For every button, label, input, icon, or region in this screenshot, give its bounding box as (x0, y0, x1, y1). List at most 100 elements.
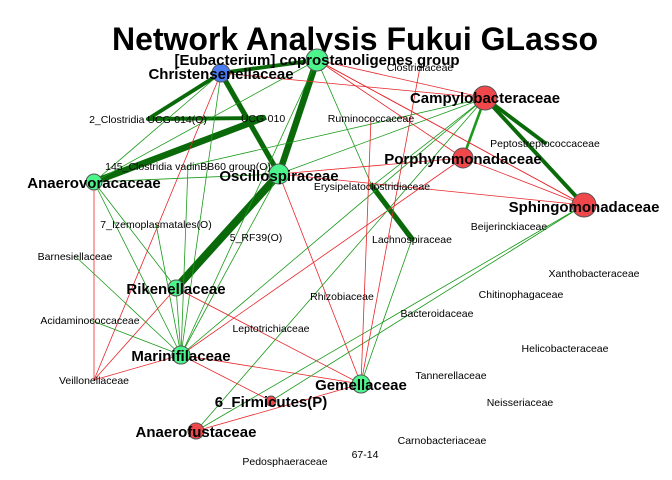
edge-eub-cam (316, 59, 486, 99)
edge-chr-eub (219, 58, 319, 75)
node-rik (167, 279, 185, 297)
edge-chr-cam (220, 72, 486, 99)
edge-cam-mar (180, 97, 486, 356)
node-label-mar: Marinifilaceae (131, 348, 230, 365)
node-ana (85, 173, 103, 191)
edge-eub-mar (180, 59, 318, 356)
node-layer (85, 48, 597, 440)
label-layer: [Eubacterium] coprostanoligenes groupChr… (27, 52, 659, 468)
node-gem (351, 374, 371, 394)
node-label-vei: Veillonellaceae (59, 375, 129, 387)
node-label-lac: Lachnospiraceae (372, 234, 452, 246)
node-label-hel: Helicobacteraceae (522, 343, 609, 355)
node-label-chi: Chitinophagaceae (479, 289, 564, 301)
node-label-tan: Tannerellaceae (415, 370, 486, 382)
node-label-fir: 6_Firmicutes(P) (215, 394, 328, 411)
edge-acc-mar (89, 319, 182, 356)
edge-eub-ana (93, 59, 318, 183)
edge-ana-mar (93, 181, 182, 356)
edge-osc-ana (93, 173, 280, 183)
node-label-car: Carnobacteriaceae (398, 435, 487, 447)
graph-title: Network Analysis Fukui GLasso (112, 21, 598, 57)
edge-sph-anf (195, 204, 585, 432)
node-label-bei: Beijerinckiaceae (471, 221, 548, 233)
edge-vad-mar (180, 165, 189, 356)
node-sph (571, 192, 597, 218)
node-label-nei: Neisseriaceae (487, 397, 554, 409)
node-label-bar: Barnesiellaceae (38, 251, 113, 263)
node-cam (472, 85, 498, 111)
edge-gem-anf (195, 383, 362, 432)
node-label-rik: Rikenellaceae (126, 281, 225, 298)
edge-osc-por (278, 157, 464, 175)
edge-rum-gem (360, 117, 372, 385)
edge-fir-mar (180, 354, 272, 402)
edge-osc-rik (172, 170, 283, 292)
edge-osc-mar (180, 173, 280, 356)
edge-osc-gem (278, 173, 362, 385)
node-mar (171, 345, 191, 365)
node-label-anf: Anaerofustaceae (136, 424, 257, 441)
node-chr (211, 63, 231, 83)
node-osc (268, 163, 290, 185)
node-label-gem: Gemellaceae (315, 377, 407, 394)
node-label-ery: Erysipelatoclostridiaceae (314, 181, 430, 193)
edge-cam-ery (371, 97, 486, 187)
edge-chr-ucg14 (146, 71, 223, 121)
edge-lac-gem (360, 238, 413, 385)
edge-eub-ery (316, 59, 373, 187)
edge-osc-sph (278, 173, 585, 206)
edge-cam-sph (483, 96, 586, 207)
node-label-ped: Pedosphaeraceae (242, 456, 327, 468)
node-label-cam: Campylobacteraceae (410, 90, 560, 107)
node-anf (187, 422, 205, 440)
node-label-bac: Bacteroidaceae (401, 308, 474, 320)
edge-ery-lac (369, 183, 415, 242)
edge-eub-osc (275, 56, 321, 178)
edge-rik-mar (175, 287, 182, 356)
node-label-clo: Clostridiaceae (387, 62, 454, 74)
edge-sph-fir (270, 204, 585, 402)
node-label-ucg14: 2_Clostridia UCG-014(O) (89, 114, 207, 126)
edge-cam-anf (195, 97, 486, 432)
node-eub (305, 48, 329, 72)
edge-por-mar (180, 157, 464, 356)
node-label-sph: Sphingomonadaceae (509, 199, 660, 216)
node-label-ucg10: UCG-010 (241, 113, 286, 125)
edge-chr-vei (93, 72, 222, 381)
node-label-p67: 67-14 (352, 449, 379, 461)
node-por (452, 147, 474, 169)
edge-por-sph (462, 157, 585, 206)
edge-cam-osc (278, 97, 486, 175)
node-label-pep: Peptostreptococcaceae (490, 138, 600, 150)
edge-mar-gem (180, 354, 362, 385)
edge-bar-mar (74, 255, 182, 356)
edge-cam-vad (187, 97, 486, 167)
node-fir (265, 395, 277, 407)
node-label-acc: Acidaminococcaceae (40, 315, 139, 327)
node-label-rum: Ruminococcaceae (328, 113, 415, 125)
edge-ucg10-ana (90, 114, 267, 186)
node-label-xan: Xanthobacteraceae (548, 268, 639, 280)
node-label-ana: Anaerovoracaceae (27, 175, 160, 192)
node-label-osc: Oscillospiraceae (219, 168, 338, 185)
edge-eub-por (316, 59, 464, 159)
node-label-lep: Leptotrichiaceae (232, 323, 309, 335)
node-label-vad: 145_Clostridia vadinBB60 group(O) (105, 161, 271, 173)
node-label-rp39: 5_RF39(O) (230, 232, 283, 244)
edge-sph-eub (316, 59, 585, 206)
edge-chr-mar (180, 72, 222, 356)
edge-rik-gem (175, 287, 362, 385)
edge-rik-vei (93, 287, 177, 381)
node-label-por: Porphyromonadaceae (384, 151, 542, 168)
edge-ana-rik (93, 181, 177, 289)
edge-chr-osc (218, 70, 282, 177)
edge-clo-gem (360, 66, 421, 385)
node-label-chr: Christensenellaceae (148, 66, 293, 83)
edge-mar-vei (93, 354, 182, 381)
node-label-eub: [Eubacterium] coprostanoligenes group (174, 52, 459, 69)
node-label-izm: 7_Izemoplasmatales(O) (100, 219, 211, 231)
edge-chr-ana (93, 72, 222, 183)
node-label-rhi: Rhizobiaceae (310, 291, 374, 303)
